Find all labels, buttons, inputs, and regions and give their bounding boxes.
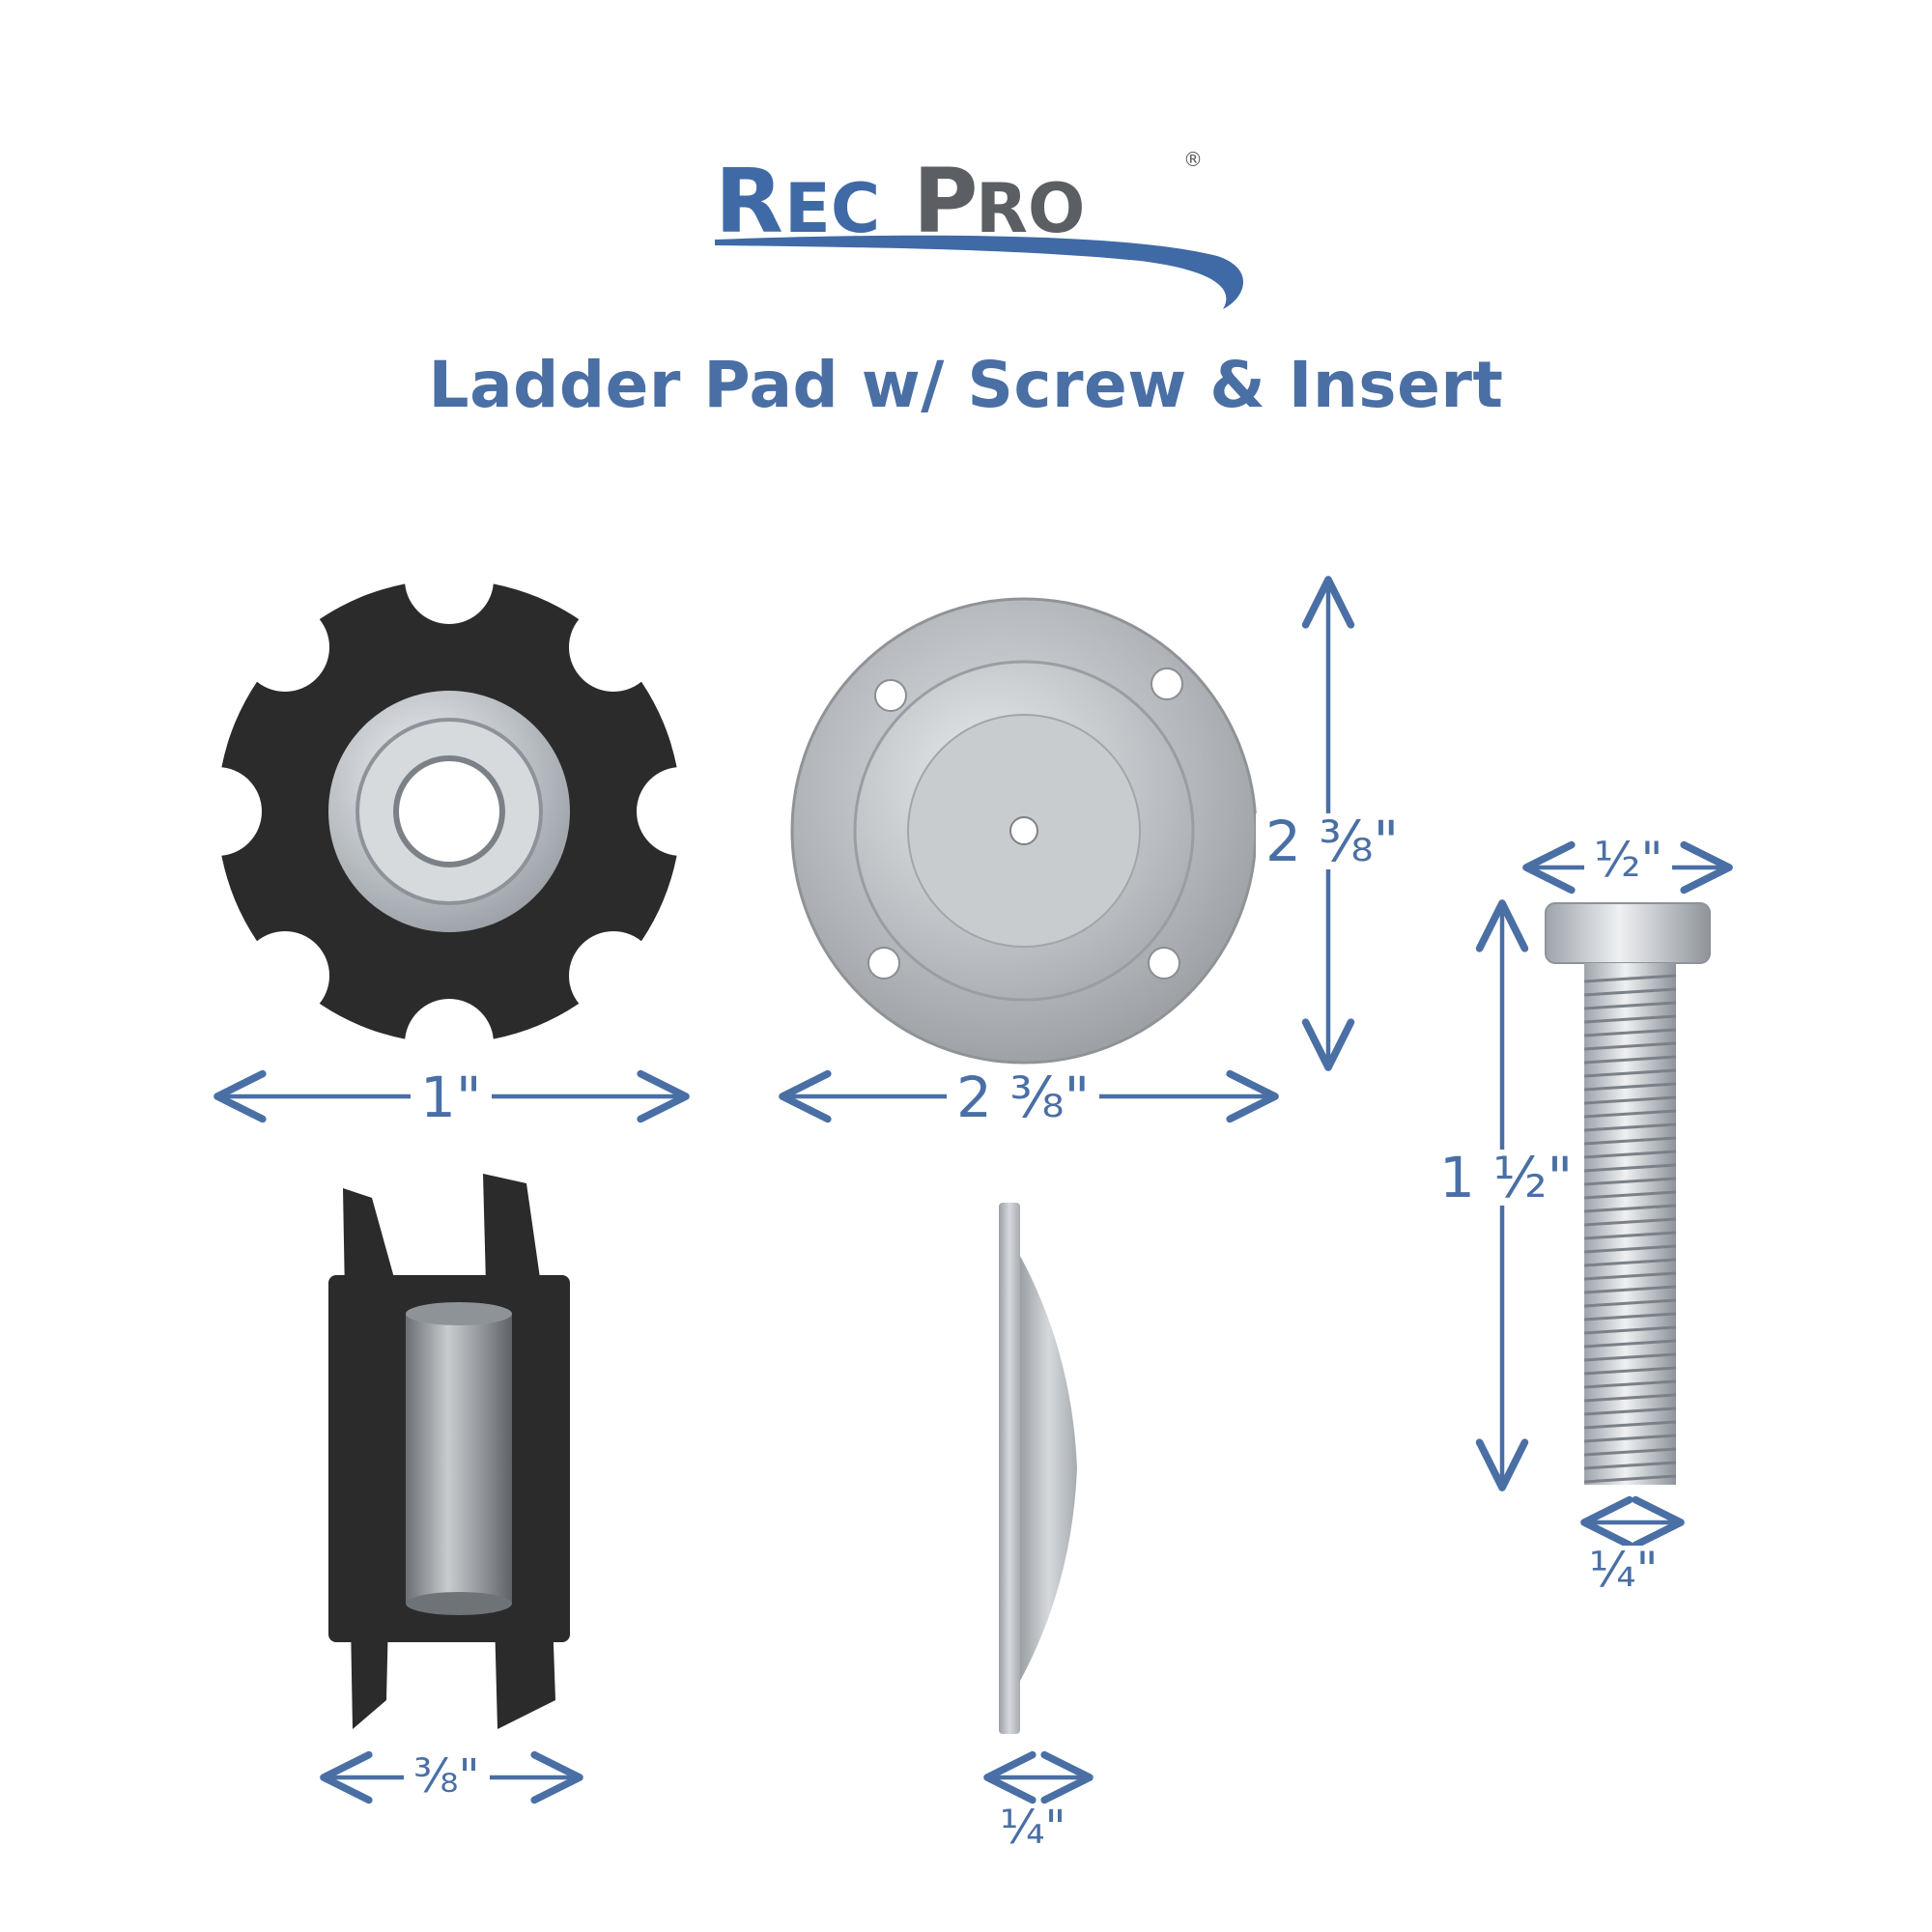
insert-depth-label: ³⁄₈" — [404, 1753, 490, 1800]
screw-threads — [1583, 974, 1677, 1484]
screw-shank-width-label: ¼" — [1579, 1546, 1668, 1594]
svg-text:EC: EC — [784, 169, 880, 248]
insert-width-label: 1" — [411, 1069, 492, 1125]
svg-text:R: R — [715, 150, 783, 253]
logo-swoosh — [715, 235, 1244, 309]
svg-text:RO: RO — [976, 169, 1085, 248]
plate-height-label: 2 ³⁄₈" — [1256, 813, 1409, 869]
plate-width-label: 2 ³⁄₈" — [947, 1069, 1100, 1125]
base-plate-side-view — [999, 1203, 1077, 1734]
screw-head-width-label: ½" — [1584, 836, 1673, 884]
base-plate-top-view — [790, 597, 1258, 1065]
insert-side-view — [328, 1174, 570, 1729]
plate-thickness-label: ¼" — [990, 1804, 1076, 1851]
insert-top-view — [173, 535, 725, 1088]
registered-mark: ® — [1183, 148, 1203, 171]
page-title: Ladder Pad w/ Screw & Insert — [428, 348, 1504, 422]
recpro-logo: R EC P RO ® — [715, 148, 1244, 309]
screw — [1545, 902, 1711, 1485]
screw-length-label: 1 ½" — [1430, 1150, 1583, 1206]
